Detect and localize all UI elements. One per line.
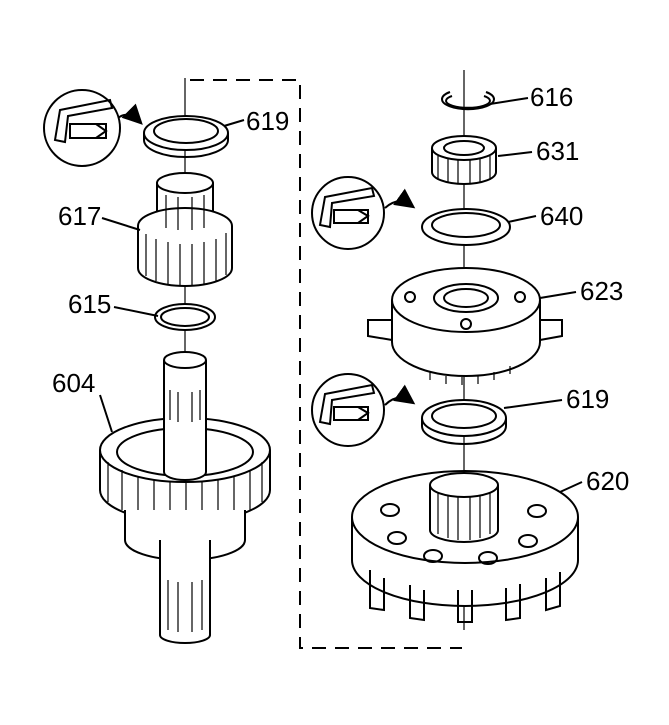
seal-detail-callout-lower xyxy=(311,373,416,447)
part-619-seal-lower xyxy=(421,399,507,445)
part-617-gear xyxy=(137,172,233,287)
group-dashed-outline xyxy=(190,79,462,649)
part-604-drum-shaft xyxy=(99,351,271,644)
label-615: 615 xyxy=(68,289,111,319)
leader-604 xyxy=(99,394,113,433)
leader-631 xyxy=(497,151,533,157)
label-619-lower: 619 xyxy=(566,384,609,414)
seal-detail-callout-upper xyxy=(43,89,143,167)
leader-617 xyxy=(101,217,141,231)
part-615-ring xyxy=(154,303,216,331)
seal-detail-callout-middle xyxy=(311,176,416,250)
label-617: 617 xyxy=(58,201,101,231)
leader-615 xyxy=(113,306,159,317)
part-620-drum xyxy=(351,470,579,623)
leader-619a xyxy=(223,119,245,127)
label-620: 620 xyxy=(586,466,629,496)
label-640: 640 xyxy=(540,201,583,231)
leader-620 xyxy=(559,481,583,493)
label-631: 631 xyxy=(536,136,579,166)
part-616-snap-ring xyxy=(441,91,495,111)
part-619-seal-upper xyxy=(143,115,229,158)
leader-616 xyxy=(489,97,529,105)
label-604: 604 xyxy=(52,368,95,398)
leader-623 xyxy=(539,291,577,299)
label-616: 616 xyxy=(530,82,573,112)
part-631-gear xyxy=(431,135,497,185)
label-623: 623 xyxy=(580,276,623,306)
label-619-upper: 619 xyxy=(246,106,289,136)
part-623-carrier xyxy=(367,267,563,385)
leader-640 xyxy=(507,215,537,223)
part-640-washer xyxy=(421,208,511,246)
leader-619b xyxy=(503,399,563,409)
